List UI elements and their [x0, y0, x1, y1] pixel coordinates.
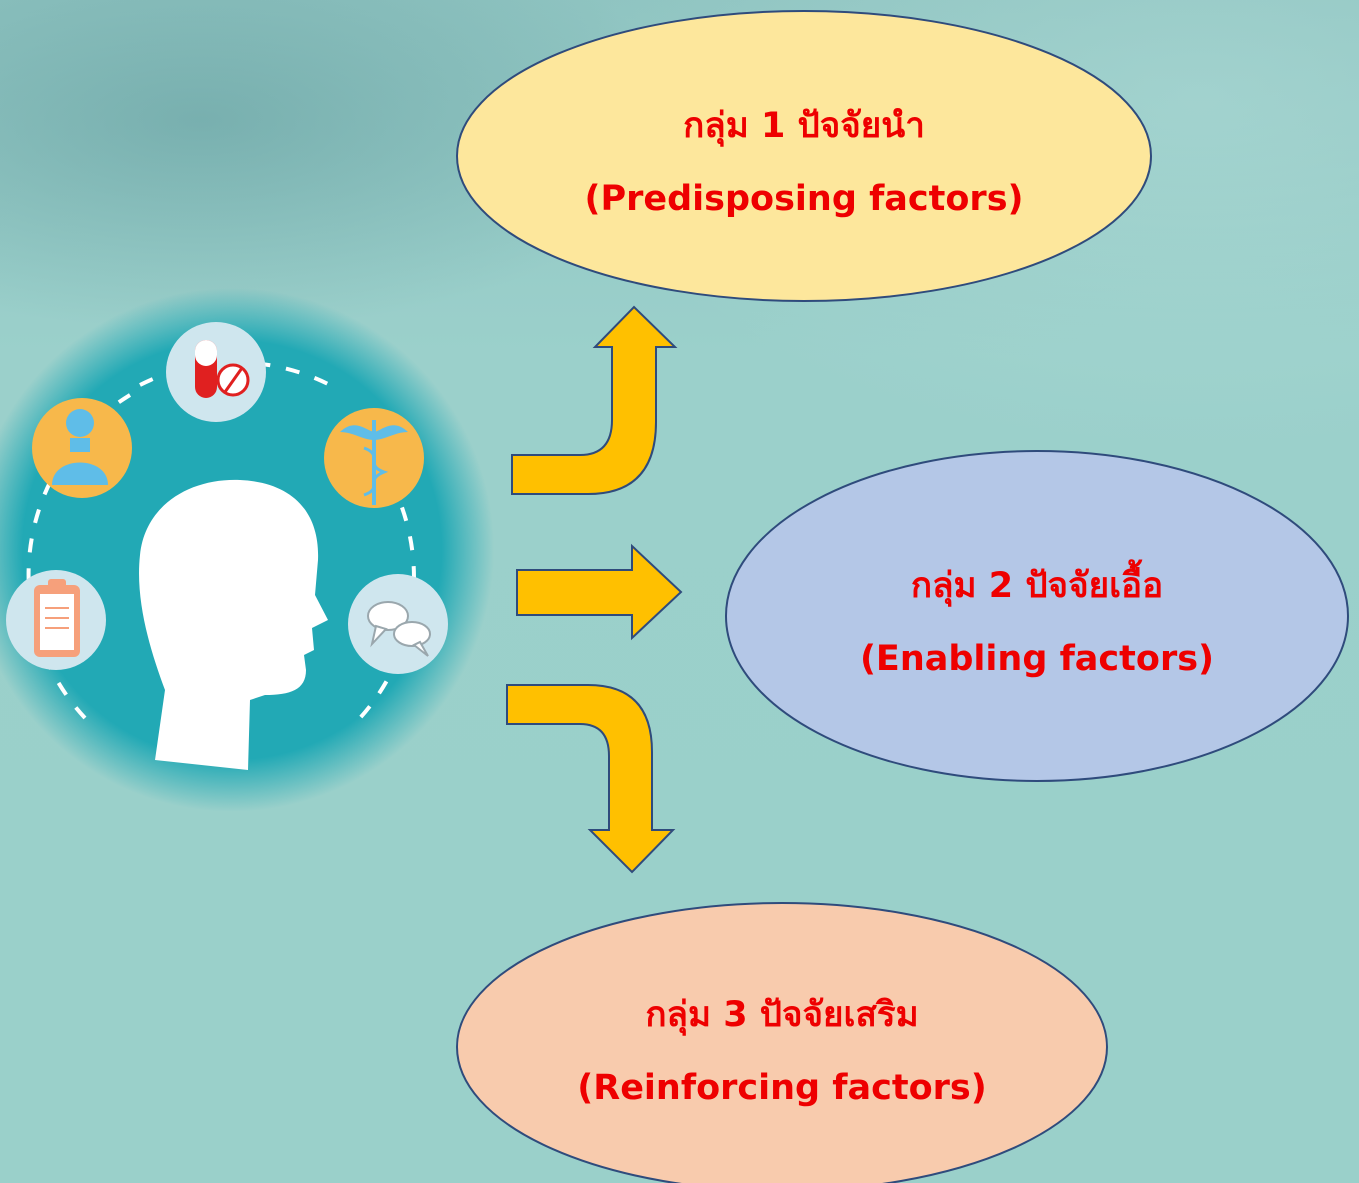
doctor-icon — [32, 398, 132, 498]
arrows — [506, 305, 683, 874]
group-2-ellipse — [725, 450, 1349, 782]
speech-bubbles-icon — [348, 574, 448, 674]
head-silhouette-icon — [139, 479, 328, 770]
group-3-title: กลุ่ม 3 ปัจจัยเสริม — [645, 995, 919, 1035]
dashed-ring-left — [26, 393, 132, 720]
group-1-label: กลุ่ม 1 ปัจจัยนำ (Predisposing factors) — [504, 109, 1104, 217]
arrow-up-to-group-1 — [511, 305, 678, 495]
group-1-title: กลุ่ม 1 ปัจจัยนำ — [683, 106, 925, 146]
group-1-subtitle: (Predisposing factors) — [584, 179, 1024, 219]
group-3-ellipse — [456, 902, 1108, 1183]
group-3-subtitle: (Reinforcing factors) — [577, 1068, 987, 1108]
group-1-ellipse — [456, 10, 1152, 302]
arrow-down-to-group-3 — [506, 684, 676, 874]
group-2-label: กลุ่ม 2 ปัจจัยเอื้อ (Enabling factors) — [737, 569, 1337, 677]
pill-icon — [166, 322, 266, 422]
health-illustration — [0, 288, 494, 812]
arrow-right-to-group-2 — [516, 543, 683, 641]
clipboard-icon — [6, 570, 106, 670]
caduceus-icon — [324, 408, 424, 508]
group-2-subtitle: (Enabling factors) — [859, 639, 1215, 679]
group-2-title: กลุ่ม 2 ปัจจัยเอื้อ — [910, 566, 1164, 606]
group-3-label: กลุ่ม 3 ปัจจัยเสริม (Reinforcing factors… — [482, 998, 1082, 1106]
